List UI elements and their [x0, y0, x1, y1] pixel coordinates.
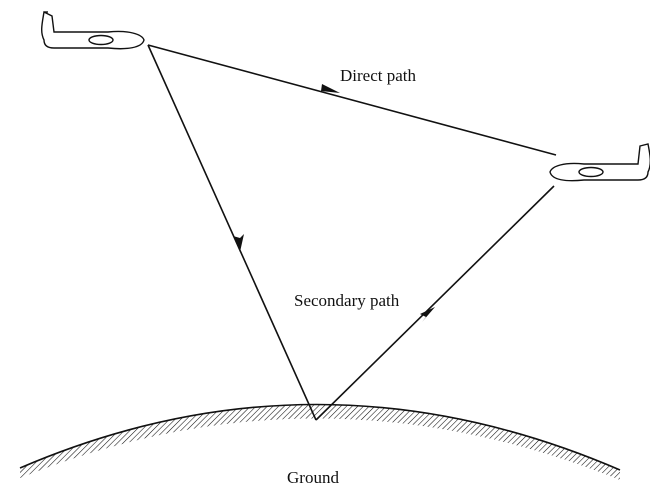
ground-surface: [19, 403, 621, 480]
ground-curve: [19, 403, 621, 471]
aircraft-icon: [41, 10, 145, 50]
ground-label: Ground: [287, 468, 339, 487]
direct-path: [147, 44, 557, 156]
direct-path-arrow: [321, 84, 340, 93]
secondary-path-arrow-down: [233, 234, 244, 252]
secondary-path-arrow-up: [420, 307, 435, 322]
secondary-path: [147, 44, 555, 421]
direct-path-label: Direct path: [340, 66, 416, 85]
aircraft-icon: [549, 143, 650, 182]
secondary-path-label: Secondary path: [294, 291, 400, 310]
